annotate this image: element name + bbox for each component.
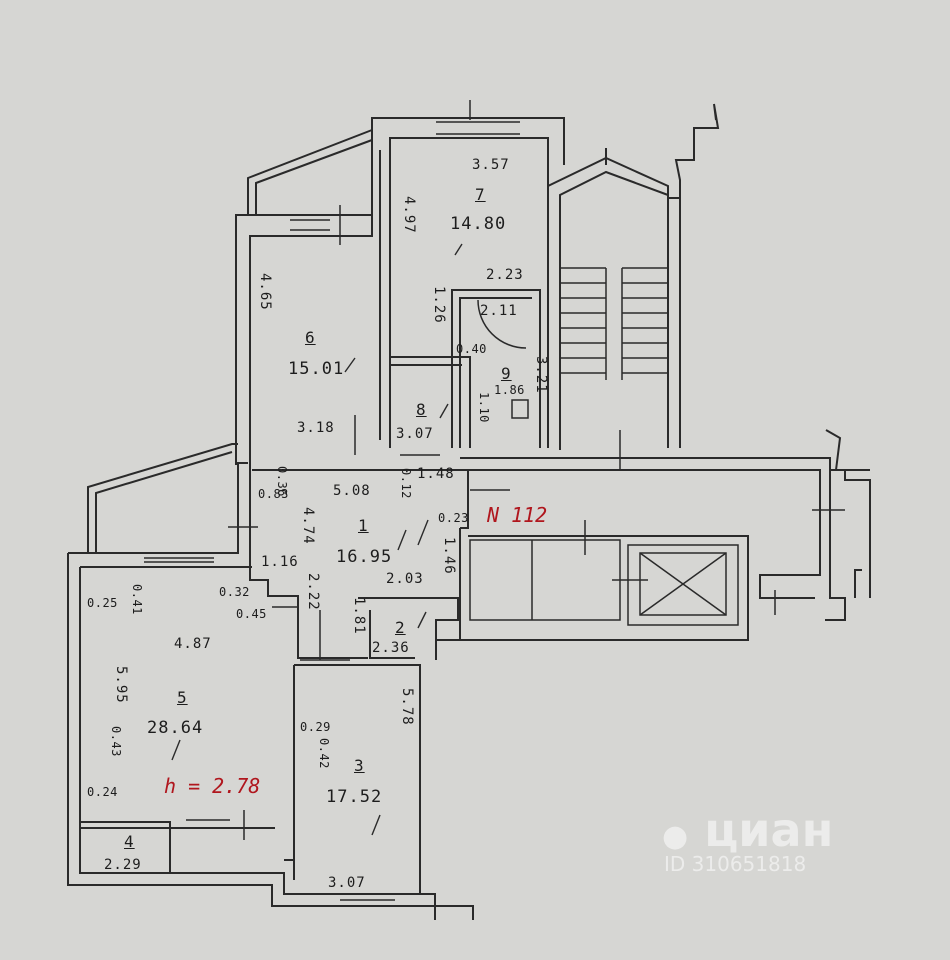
room-9-number: 9 (501, 364, 512, 383)
wall-room6 (235, 117, 565, 463)
balcony-top (247, 129, 373, 215)
dim-label: 3.18 (297, 420, 335, 436)
dim-label: 1.46 (441, 537, 457, 575)
dim-label: 0.40 (456, 342, 487, 356)
ceiling-height: h = 2.78 (164, 774, 261, 798)
room-1-number: 1 (358, 516, 369, 535)
dim-label: 0.42 (317, 738, 331, 769)
corridor-room1 (249, 458, 368, 659)
apartment-number: N 112 (487, 503, 548, 527)
room-5-number: 5 (177, 688, 188, 707)
dim-label: 0.12 (399, 468, 413, 499)
watermark-id: ID 310651818 (664, 852, 807, 876)
room-2-area: 2.36 (372, 640, 410, 656)
room-3-area: 17.52 (326, 787, 383, 807)
room-3-number: 3 (354, 756, 365, 775)
dim-label: 0.24 (87, 785, 118, 799)
room-8-number: 8 (416, 400, 427, 419)
room-7-number: 7 (475, 185, 486, 204)
room-3 (294, 664, 421, 894)
watermark-brand: циан (704, 803, 834, 857)
room-4-area: 2.29 (104, 857, 142, 873)
dim-label: 2.11 (480, 303, 518, 319)
dim-label: 2.23 (486, 267, 524, 283)
dim-label: 1.81 (351, 597, 367, 635)
dim-label: 4.87 (174, 636, 212, 652)
dim-label: 5.78 (399, 688, 415, 726)
dim-label: 0.83 (258, 487, 289, 501)
dim-label: 3.21 (533, 356, 549, 394)
dim-label: 3.07 (328, 875, 366, 891)
room-2-number: 2 (395, 618, 406, 637)
wc-8 (390, 356, 471, 448)
dim-label: 0.43 (109, 726, 123, 757)
dim-label: 4.97 (401, 196, 417, 234)
dim-label: 5.08 (333, 483, 371, 499)
room-4-number: 4 (124, 832, 135, 851)
dim-label: 1.16 (261, 554, 299, 570)
dim-label: 0.45 (236, 607, 267, 621)
room-6-number: 6 (305, 328, 316, 347)
dim-label: 1.10 (477, 392, 491, 423)
dim-label: 1.48 (417, 466, 455, 482)
bathroom-9 (451, 289, 541, 448)
room-8-area: 3.07 (396, 426, 434, 442)
room-9-area: 1.86 (494, 383, 525, 397)
wall-outer-left (67, 553, 474, 920)
dim-label: 0.29 (300, 720, 331, 734)
watermark-logo: ● циан (662, 803, 833, 857)
dim-label: 5.95 (113, 666, 129, 704)
wall-top-room5 (68, 462, 248, 554)
common-corridor (460, 457, 870, 471)
room-6-area: 15.01 (288, 359, 345, 379)
dim-label: 4.65 (257, 273, 273, 311)
dim-label: 4.74 (300, 507, 316, 545)
dim-label: 2.03 (386, 571, 424, 587)
dim-label: 0.23 (438, 511, 469, 525)
dim-label: 0.41 (130, 584, 144, 615)
dim-label: 0.32 (219, 585, 250, 599)
dim-label: 3.57 (472, 157, 510, 173)
dim-label: 0.25 (87, 596, 118, 610)
dim-label: 2.22 (305, 573, 321, 611)
dim-label: 1.26 (431, 286, 447, 324)
room-1-area: 16.95 (336, 547, 393, 567)
watermark-pin-icon: ● (662, 819, 689, 854)
room-5-area: 28.64 (147, 718, 204, 738)
room-7-area: 14.80 (450, 214, 507, 234)
closet-2 (358, 597, 459, 660)
